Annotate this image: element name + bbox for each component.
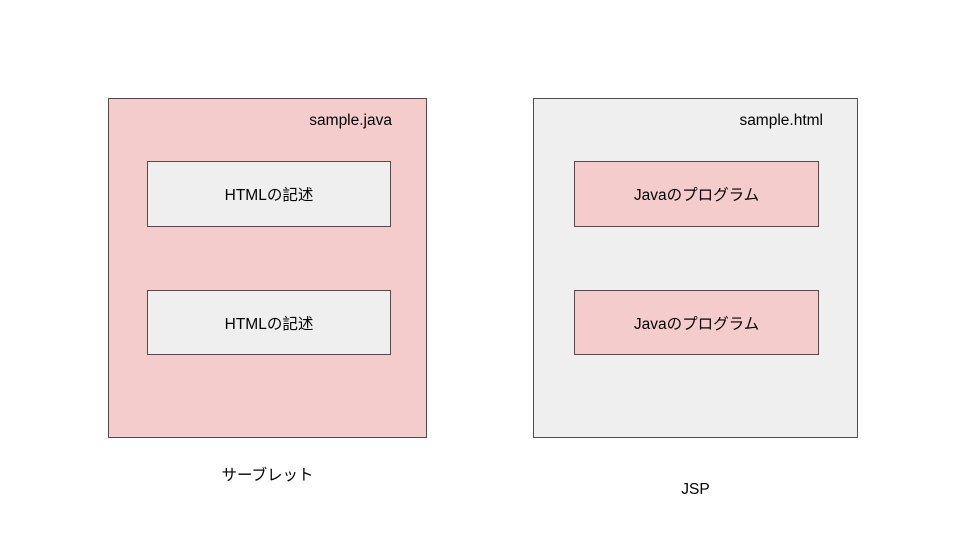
servlet-block-html-2-label: HTMLの記述 <box>224 315 314 333</box>
jsp-block-java-1: Javaのプログラム <box>574 161 819 227</box>
servlet-block-html-1-label: HTMLの記述 <box>224 187 314 204</box>
caption-servlet: サーブレット <box>221 467 314 484</box>
panel-jsp-filename: sample.html <box>739 112 823 129</box>
servlet-block-html-2: HTMLの記述 <box>147 290 391 355</box>
jsp-block-java-1-label: Javaのプログラム <box>633 187 760 204</box>
panel-servlet: sample.java HTMLの記述 HTMLの記述 <box>108 98 427 438</box>
servlet-block-html-1: HTMLの記述 <box>147 161 391 227</box>
panel-servlet-filename: sample.java <box>309 112 392 129</box>
panel-jsp: sample.html Javaのプログラム Javaのプログラム <box>533 98 858 438</box>
jsp-block-java-2: Javaのプログラム <box>574 290 819 355</box>
caption-jsp: JSP <box>681 481 710 498</box>
jsp-block-java-2-label: Javaのプログラム <box>633 315 760 333</box>
